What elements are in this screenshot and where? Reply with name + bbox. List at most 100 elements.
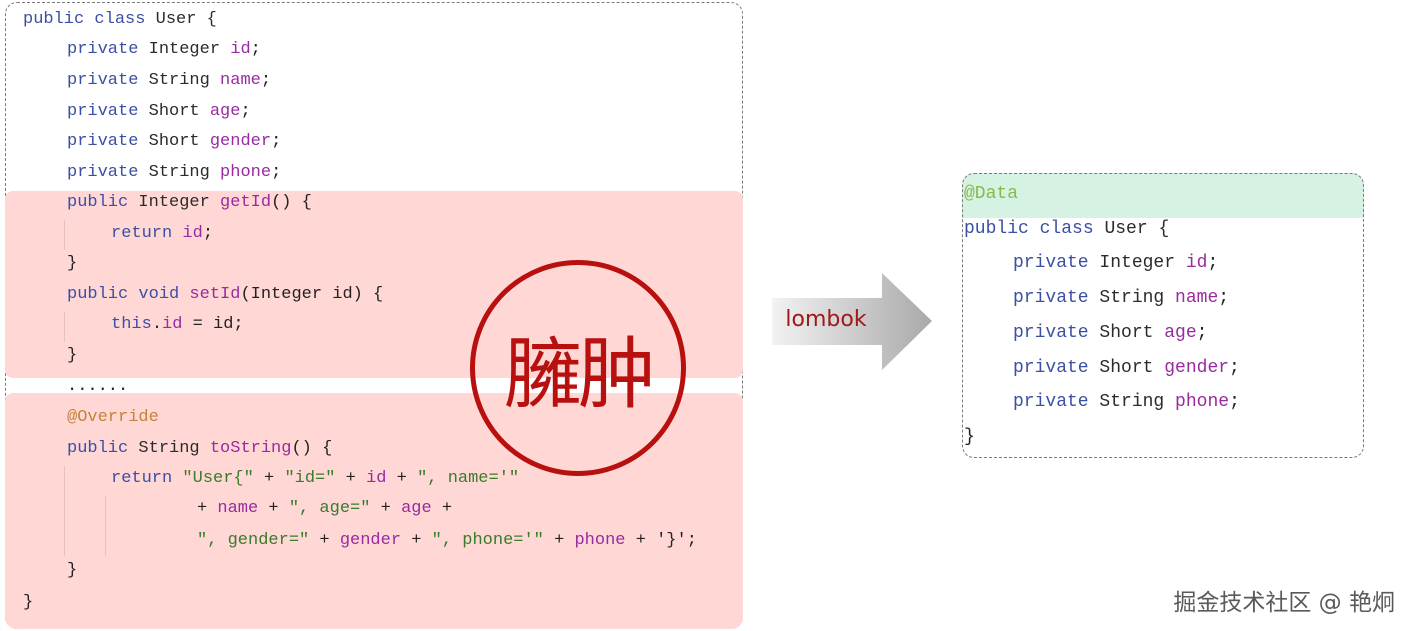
code-token: @Data	[964, 184, 1019, 204]
lombok-code-panel	[962, 173, 1364, 458]
code-token: public class	[23, 10, 156, 29]
code-token: ;	[271, 132, 282, 151]
code-token: id	[1185, 253, 1208, 273]
code-token: public void	[67, 285, 190, 304]
indent-guide	[64, 312, 65, 342]
code-line: public String toString() {	[67, 439, 332, 459]
code-token: +	[401, 531, 432, 550]
code-token: public	[67, 193, 139, 212]
code-token: gender	[209, 132, 272, 151]
code-token: ;	[250, 40, 261, 59]
code-token: this	[111, 315, 152, 334]
code-token: age	[1164, 323, 1197, 343]
code-line: private String name;	[67, 71, 271, 91]
code-token: name	[220, 71, 261, 90]
code-token: ", gender="	[197, 531, 310, 550]
code-token: ", age="	[288, 499, 371, 518]
code-token: +	[335, 469, 367, 488]
data-annotation-highlight	[962, 173, 1364, 218]
code-token: }	[964, 427, 975, 447]
code-token: gender	[1164, 358, 1230, 378]
code-token: Short	[1099, 358, 1165, 378]
code-token: }	[67, 346, 78, 365]
code-token: +	[253, 469, 285, 488]
code-token: String	[138, 439, 210, 458]
code-line: }	[67, 346, 77, 366]
code-line: public class User {	[964, 219, 1169, 239]
code-token: (Integer id) {	[240, 285, 384, 304]
code-token: gender	[339, 531, 402, 550]
code-line: private Short age;	[67, 102, 251, 122]
code-token: id	[230, 40, 251, 59]
code-token: String	[1099, 392, 1176, 412]
code-token: Short	[1099, 323, 1165, 343]
code-line: ......	[67, 377, 128, 397]
code-token: setId	[189, 285, 241, 304]
code-token: }	[67, 561, 78, 580]
code-token: }	[67, 254, 78, 273]
code-token: id	[162, 315, 183, 334]
code-line: private Short age;	[1013, 323, 1207, 343]
code-token: Integer	[138, 193, 221, 212]
code-token: age	[401, 499, 432, 518]
code-token: +	[386, 469, 418, 488]
code-token: +	[370, 499, 402, 518]
code-token: "id="	[284, 469, 336, 488]
code-token: ;	[1218, 288, 1230, 308]
code-line: private String phone;	[1013, 392, 1240, 412]
code-token: Short	[148, 132, 210, 151]
code-line: private String name;	[1013, 288, 1229, 308]
code-token: phone	[1175, 392, 1230, 412]
code-token: id	[182, 224, 203, 243]
code-token: public	[67, 439, 139, 458]
code-token: +	[258, 499, 289, 518]
code-token: ;	[1207, 253, 1219, 273]
code-token: ;	[260, 71, 272, 90]
code-line: private Short gender;	[67, 132, 281, 152]
code-token: +	[431, 499, 453, 518]
code-line: ", gender=" + gender + ", phone='" + pho…	[197, 531, 697, 551]
code-line: public void setId(Integer id) {	[67, 285, 383, 305]
code-line: private Short gender;	[1013, 358, 1240, 378]
code-token: private	[1013, 358, 1100, 378]
code-line: }	[67, 254, 77, 274]
code-token: private	[67, 71, 149, 90]
code-token: name	[1175, 288, 1219, 308]
code-token: = id;	[182, 315, 244, 334]
code-line: return "User{" + "id=" + id + ", name='"	[111, 469, 519, 489]
code-token: age	[209, 102, 241, 121]
code-token: return	[111, 224, 183, 243]
code-token: String	[1099, 288, 1176, 308]
arrow-label: lombok	[785, 307, 867, 332]
indent-guide	[64, 466, 65, 556]
code-line: }	[67, 561, 77, 581]
code-line: this.id = id;	[111, 315, 244, 335]
code-token: ;	[240, 102, 251, 121]
code-token: String	[148, 163, 221, 182]
code-token: name	[217, 499, 259, 518]
code-token: private	[1013, 288, 1100, 308]
code-line: @Data	[964, 184, 1018, 204]
code-token: id	[366, 469, 387, 488]
code-token: ;	[1196, 323, 1208, 343]
code-line: return id;	[111, 224, 213, 244]
code-token: +	[543, 531, 575, 550]
code-token: () {	[271, 193, 312, 212]
code-token: User {	[155, 10, 217, 29]
code-token: ", phone='"	[431, 531, 544, 550]
code-line: public class User {	[23, 10, 217, 30]
code-token: + '}';	[625, 531, 697, 550]
code-token: +	[309, 531, 340, 550]
code-line: private String phone;	[67, 163, 281, 183]
watermark: 掘金技术社区 @ 艳炯	[1173, 590, 1395, 616]
code-line: }	[964, 427, 975, 447]
code-token: private	[1013, 323, 1100, 343]
code-token: User {	[1104, 219, 1170, 239]
code-token: private	[67, 102, 149, 121]
code-line: private Integer id;	[67, 40, 261, 60]
code-token: getId	[220, 193, 272, 212]
code-token: return	[111, 469, 183, 488]
code-token: Integer	[1099, 253, 1186, 273]
code-token: toString	[209, 439, 292, 458]
code-line: + name + ", age=" + age +	[197, 499, 452, 519]
